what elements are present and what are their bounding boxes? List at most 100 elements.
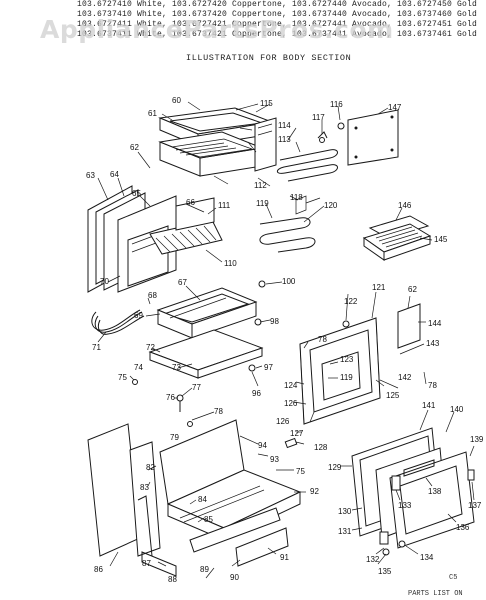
part-label: 142 <box>398 373 412 382</box>
part-label: 70 <box>100 277 109 286</box>
part-label: 118 <box>290 193 303 202</box>
part-label: 139 <box>470 435 484 444</box>
part-label: 133 <box>398 501 412 510</box>
part-label: 112 <box>254 181 267 190</box>
part-label: 114 <box>278 121 291 130</box>
part-label: 127 <box>290 429 304 438</box>
part-labels: 60 61 62 63 64 65 66 111 110 67 68 69 70… <box>86 96 484 584</box>
part-label: 78 <box>318 335 327 344</box>
part-label: 93 <box>270 455 279 464</box>
leader-lines <box>97 101 475 579</box>
part-label: 75 <box>296 467 305 476</box>
part-label: 92 <box>310 487 319 496</box>
part-label: 72 <box>146 343 155 352</box>
part-label: 73 <box>172 363 181 372</box>
part-label: 117 <box>312 113 325 122</box>
part-label: 89 <box>200 565 209 574</box>
part-label: 98 <box>270 317 279 326</box>
part-label: 115 <box>260 99 273 108</box>
part-label: 130 <box>338 507 352 516</box>
part-label: 124 <box>284 381 298 390</box>
broiler-door-assembly <box>351 427 475 556</box>
part-label: 110 <box>224 259 237 268</box>
part-label: 144 <box>428 319 442 328</box>
part-label: 140 <box>450 405 464 414</box>
part-label: 122 <box>344 297 358 306</box>
oven-rack <box>149 197 223 255</box>
part-label: 116 <box>330 100 343 109</box>
header-model-line-2: 103.6737410 White, 103.6737420 Copperton… <box>77 10 478 19</box>
part-label: 62 <box>130 143 139 152</box>
hinge-pin-128 <box>284 437 298 449</box>
footer-parts-list-note: PARTS LIST ON <box>408 590 463 598</box>
header-model-line-4: 103.6737411 White, 103.6737421 Copperton… <box>77 30 478 39</box>
lower-tray <box>148 329 264 379</box>
part-label: 96 <box>252 389 261 398</box>
part-label: 134 <box>420 553 434 562</box>
part-label: 88 <box>168 575 177 584</box>
part-label: 146 <box>398 201 412 210</box>
part-label: 87 <box>142 559 151 568</box>
part-label: 119 <box>340 373 353 382</box>
part-label: 69 <box>134 311 143 320</box>
part-label: 63 <box>86 171 95 180</box>
part-label: 74 <box>134 363 143 372</box>
rear-panel-147 <box>347 109 399 166</box>
bake-broil-elements <box>259 149 338 253</box>
storage-drawer-assembly <box>159 419 302 567</box>
part-label: 120 <box>324 201 338 210</box>
part-label: 97 <box>264 363 273 372</box>
small-hardware <box>317 122 345 143</box>
part-label: 100 <box>282 277 296 286</box>
part-label: 83 <box>140 483 149 492</box>
part-label: 147 <box>388 103 402 112</box>
part-label: 113 <box>278 135 291 144</box>
part-label: 132 <box>366 555 380 564</box>
top-frame-assembly <box>158 107 277 177</box>
corner-mark: C5 <box>449 574 458 582</box>
part-label: 131 <box>338 527 352 536</box>
part-label: 123 <box>340 355 354 364</box>
part-label: 85 <box>204 515 213 524</box>
part-label: 86 <box>94 565 103 574</box>
part-label: 125 <box>386 391 400 400</box>
part-label: 71 <box>92 343 101 352</box>
part-label: 94 <box>258 441 267 450</box>
header-model-line-1: 103.6727410 White, 103.6727420 Copperton… <box>77 0 478 9</box>
part-label: 67 <box>178 278 187 287</box>
part-label: 66 <box>186 198 195 207</box>
part-label: 91 <box>280 553 289 562</box>
part-label: 79 <box>170 433 179 442</box>
part-label: 90 <box>230 573 239 582</box>
side-panel-lower-left <box>87 423 177 577</box>
oven-door-assembly <box>299 303 421 425</box>
part-label: 141 <box>422 401 436 410</box>
part-label: 111 <box>218 201 231 210</box>
tray-hardware <box>132 280 266 427</box>
part-label: 136 <box>456 523 470 532</box>
part-label: 78 <box>214 407 223 416</box>
part-label: 60 <box>172 96 181 105</box>
part-label: 128 <box>314 443 328 452</box>
part-label: 145 <box>434 235 448 244</box>
header-model-line-3: 103.6727411 White, 103.6727421 Copperton… <box>77 20 478 29</box>
part-label: 82 <box>146 463 155 472</box>
part-label: 75 <box>118 373 127 382</box>
part-label: 138 <box>428 487 442 496</box>
part-label: 135 <box>378 567 392 576</box>
broiler-pan <box>362 215 432 261</box>
part-label: 121 <box>372 283 386 292</box>
part-label: 137 <box>468 501 482 510</box>
diagram-title: ILLUSTRATION FOR BODY SECTION <box>186 53 352 63</box>
part-label: 129 <box>328 463 342 472</box>
part-label: 68 <box>148 291 157 300</box>
side-panel-left <box>87 185 177 293</box>
part-label: 119 <box>256 199 269 208</box>
part-label: 77 <box>192 383 201 392</box>
part-label: 126 <box>276 417 290 426</box>
watermark: AppliancePartsPros.com <box>40 15 394 44</box>
part-label: 76 <box>166 393 175 402</box>
part-label: 78 <box>428 381 437 390</box>
part-label: 84 <box>198 495 207 504</box>
